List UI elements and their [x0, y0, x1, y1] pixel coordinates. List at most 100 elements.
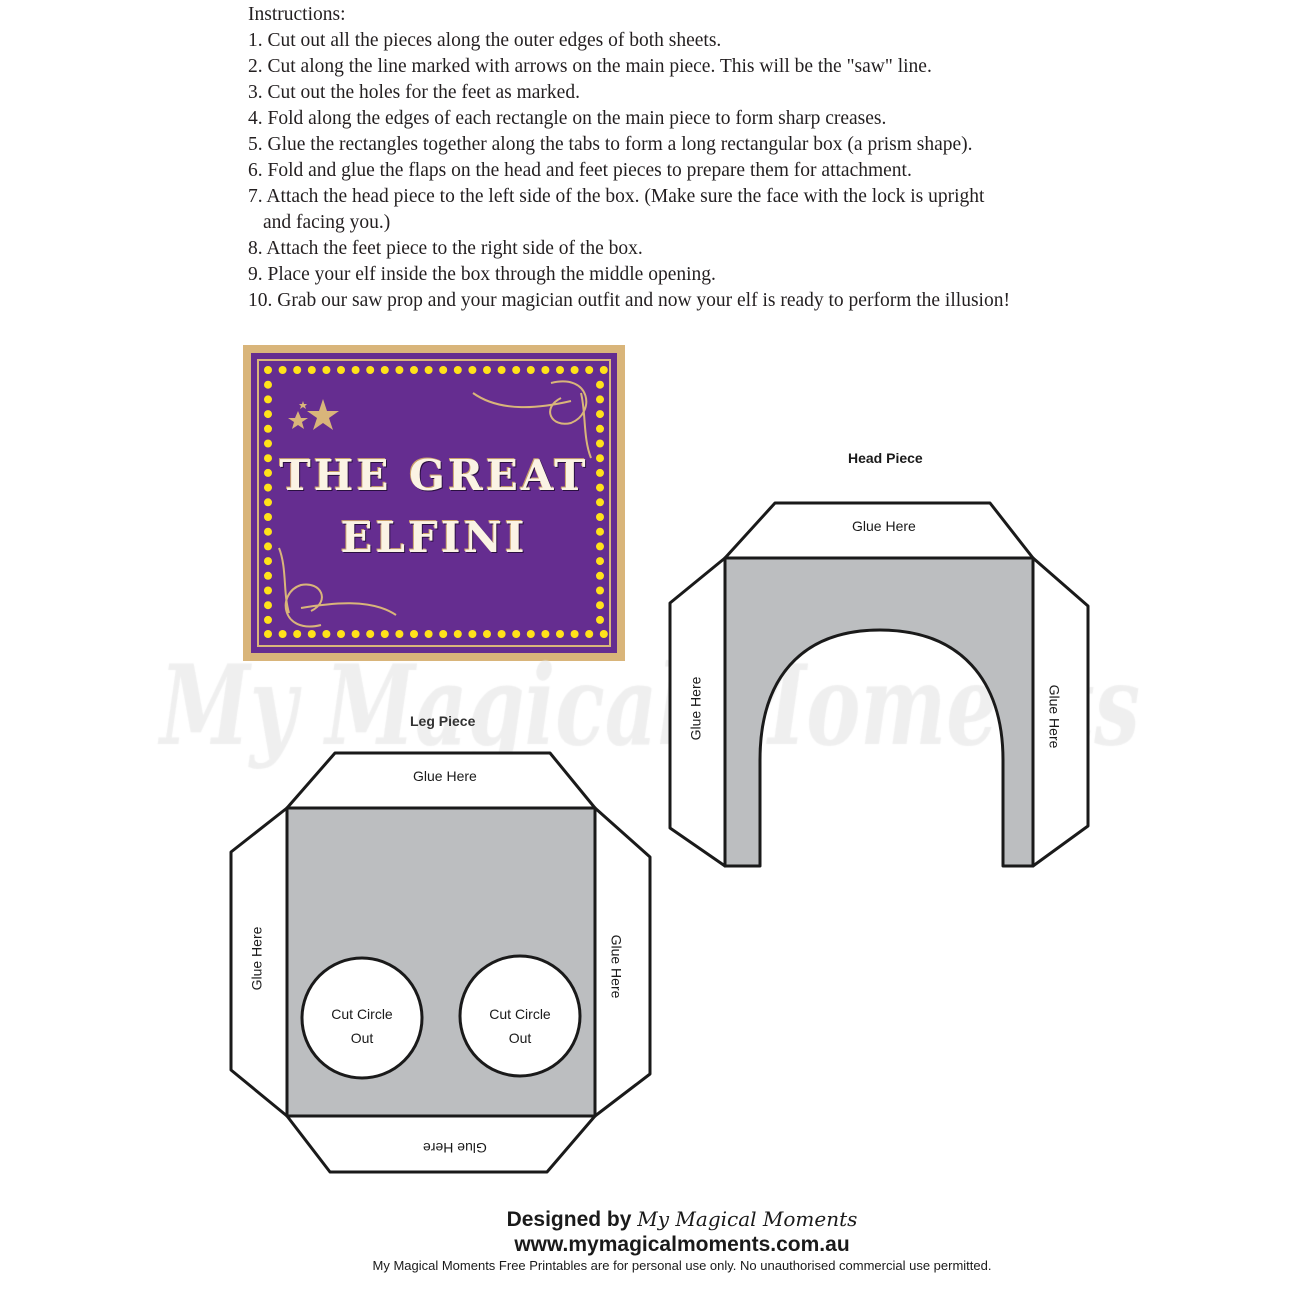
- bulb: [264, 483, 272, 492]
- step: 6. Fold and glue the flaps on the head a…: [248, 160, 912, 181]
- head-right-tab-label: Glue Here: [1046, 684, 1063, 749]
- bulb: [468, 630, 477, 638]
- bulb: [596, 454, 604, 463]
- bulb: [526, 630, 535, 638]
- footer-url[interactable]: www.mymagicalmoments.com.au: [514, 1233, 850, 1256]
- watermark-image: [150, 650, 1150, 790]
- head-left-tab-label: Glue Here: [687, 676, 704, 741]
- bulb: [596, 439, 604, 448]
- bulb: [596, 410, 604, 419]
- leg-bottom-tab-label: Glue Here: [423, 1140, 487, 1156]
- bulb: [337, 366, 345, 374]
- step: 1. Cut out all the pieces along the oute…: [248, 30, 722, 51]
- circle-label-line: Out: [350, 1030, 374, 1046]
- step: 3. Cut out the holes for the feet as mar…: [248, 82, 580, 103]
- head-top-tab-label: Glue Here: [852, 518, 916, 534]
- bulb: [264, 527, 272, 536]
- bulb: [351, 366, 360, 374]
- bulb: [264, 586, 272, 595]
- step: 5. Glue the rectangles together along th…: [248, 134, 973, 155]
- bulb: [512, 366, 521, 374]
- bulb: [585, 366, 594, 374]
- sign-panel: THE GREAT ELFINI: [251, 353, 617, 653]
- bulb: [483, 366, 491, 374]
- bulb: [439, 630, 448, 638]
- leg-main-panel: [285, 806, 597, 1118]
- bulb: [410, 630, 418, 638]
- bulb: [596, 571, 604, 580]
- bulb: [278, 366, 287, 374]
- bulb: [366, 366, 375, 374]
- bulb: [541, 630, 550, 638]
- bulb: [307, 366, 316, 374]
- bulb: [264, 630, 272, 638]
- step: 2. Cut along the line marked with arrows…: [248, 56, 932, 77]
- bulb: [596, 527, 604, 536]
- bulb: [439, 366, 448, 374]
- footer-note: My Magical Moments Free Printables are f…: [372, 1258, 992, 1273]
- head-main-panel: [723, 556, 1035, 868]
- bulb: [264, 468, 272, 477]
- bulb: [483, 630, 491, 638]
- step: 10. Grab our saw prop and your magician …: [248, 290, 1010, 311]
- bulb: [278, 630, 287, 638]
- instructions-heading: Instructions:: [248, 4, 346, 25]
- bulb: [512, 630, 521, 638]
- bulb: [585, 630, 594, 638]
- bulb: [293, 630, 302, 638]
- bulb: [570, 366, 579, 374]
- bulb: [556, 366, 564, 374]
- bulb: [570, 630, 579, 638]
- bulb: [596, 557, 604, 566]
- leg-right-tab-label: Glue Here: [608, 934, 625, 999]
- bulb: [468, 366, 477, 374]
- cut-circle-left-label: Cut Circle Out: [302, 1002, 422, 1050]
- bulb: [380, 630, 389, 638]
- circle-label-line: Out: [508, 1030, 532, 1046]
- step: 7. Attach the head piece to the left sid…: [248, 186, 985, 207]
- bulb: [264, 439, 272, 448]
- head-piece-title: Head Piece: [848, 450, 923, 466]
- circle-label-line: Cut Circle: [489, 1006, 551, 1022]
- bulb: [264, 571, 272, 580]
- bulb: [599, 366, 608, 374]
- bulb: [322, 366, 331, 374]
- stars-icon: [288, 399, 339, 430]
- bulb: [596, 498, 604, 507]
- footer-designed-by: Designed by My Magical Moments: [0, 1207, 1300, 1232]
- flourish-icon: [278, 380, 592, 628]
- bulb: [264, 542, 272, 551]
- elfini-sign: THE GREAT ELFINI: [243, 345, 625, 661]
- bulb: [526, 366, 535, 374]
- bulb: [453, 366, 462, 374]
- bulb: [497, 630, 506, 638]
- sign-title-line1: THE GREAT: [279, 451, 589, 500]
- sign-title: THE GREAT ELFINI: [251, 445, 617, 569]
- bulb: [596, 601, 604, 610]
- bulb: [351, 630, 360, 638]
- bulb: [264, 410, 272, 419]
- bulb: [322, 630, 331, 638]
- bulb: [380, 366, 389, 374]
- bulb: [596, 483, 604, 492]
- bulb: [293, 366, 302, 374]
- bulb: [264, 601, 272, 610]
- bulb: [424, 630, 433, 638]
- bulb: [366, 630, 375, 638]
- bulb: [596, 468, 604, 477]
- sign-inner-border: [257, 359, 611, 647]
- bulb: [395, 630, 404, 638]
- leg-piece-title: Leg Piece: [410, 713, 476, 729]
- bulb: [596, 395, 604, 404]
- bulb: [264, 498, 272, 507]
- step: 8. Attach the feet piece to the right si…: [248, 238, 643, 259]
- bulb: [264, 557, 272, 566]
- leg-top-tab-label: Glue Here: [413, 768, 477, 784]
- bulb: [596, 424, 604, 433]
- circle-label-line: Cut Circle: [331, 1006, 393, 1022]
- bulb: [410, 366, 418, 374]
- bulb: [424, 366, 433, 374]
- bulb: [596, 542, 604, 551]
- step: 4. Fold along the edges of each rectangl…: [248, 108, 887, 129]
